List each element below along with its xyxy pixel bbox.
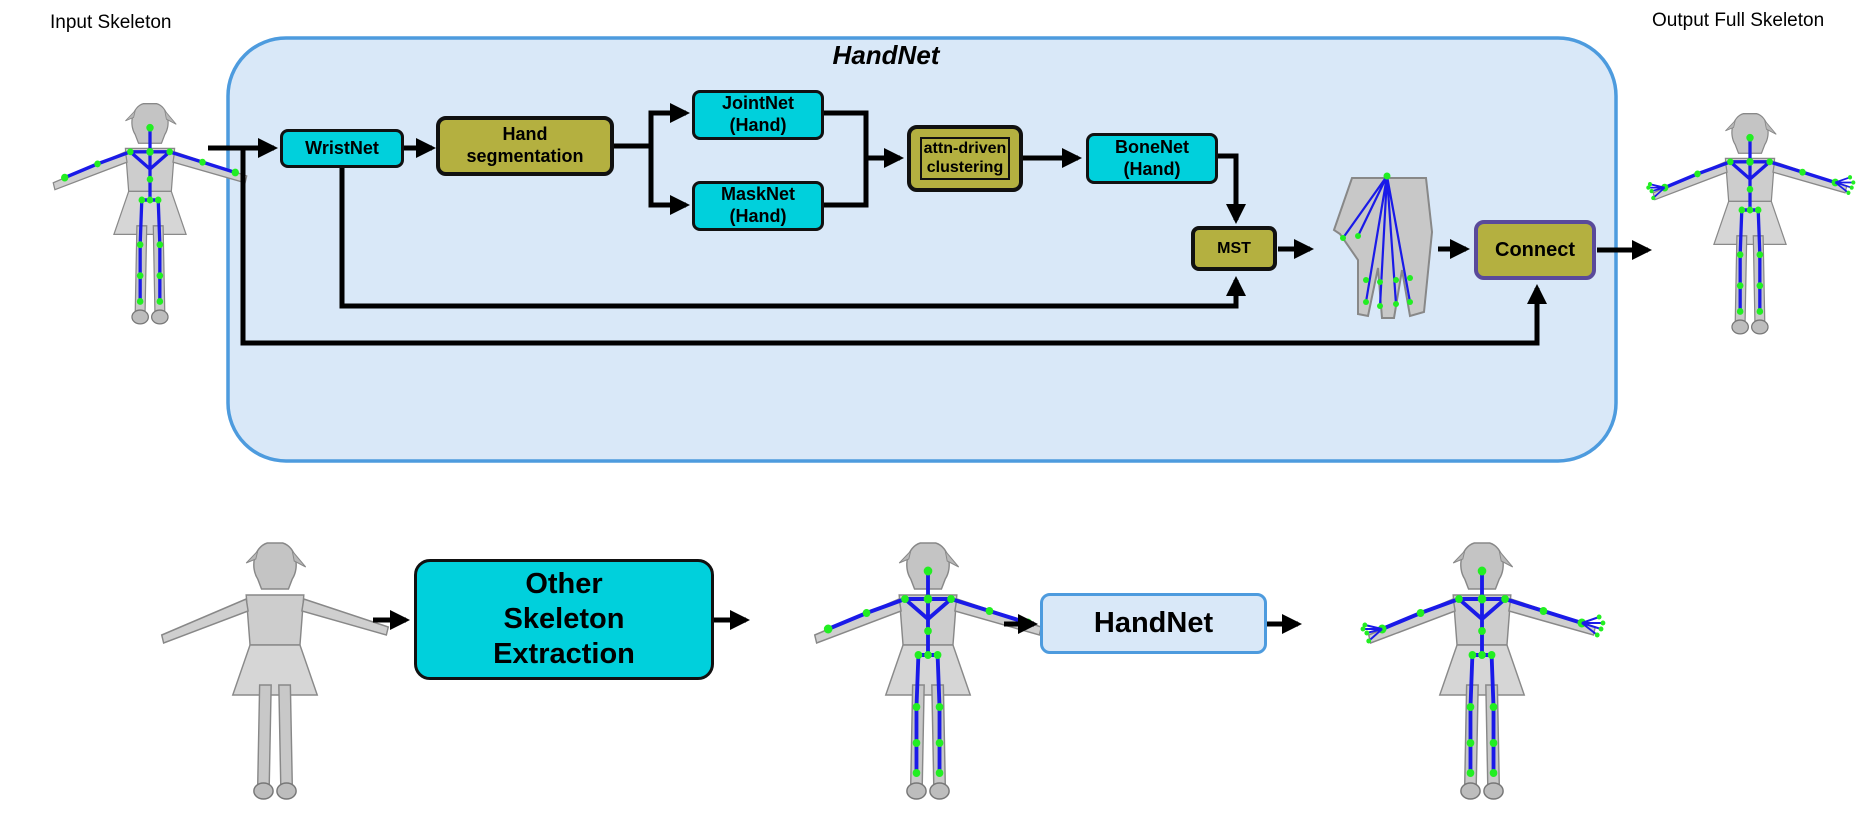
clustering-label: attn-driven clustering <box>919 137 1011 180</box>
plain-mesh-figure <box>160 542 390 800</box>
handnet-module-box: HandNet <box>1040 593 1267 654</box>
masknet-box: MaskNet (Hand) <box>692 181 824 231</box>
input-skeleton-label: Input Skeleton <box>50 12 172 33</box>
arrow-wristnet-to-mst <box>339 168 1246 309</box>
bonenet-box: BoneNet (Hand) <box>1086 133 1218 184</box>
output-skeleton-label: Output Full Skeleton <box>1652 10 1825 31</box>
jointnet-box: JointNet (Hand) <box>692 90 824 140</box>
full-skeleton-figure <box>1359 542 1607 800</box>
handnet-title: HandNet <box>832 40 940 70</box>
mst-box: MST <box>1191 226 1277 271</box>
output-skeleton-figure <box>1645 113 1857 335</box>
hand-mesh-icon <box>1332 172 1434 319</box>
body-skeleton-figure <box>813 542 1043 800</box>
arrow-input-to-connect <box>240 148 1547 346</box>
wristnet-box: WristNet <box>280 129 404 168</box>
connect-box: Connect <box>1474 220 1596 280</box>
merge-jointnet <box>824 110 869 158</box>
hand-segmentation-box: Hand segmentation <box>436 116 614 176</box>
arrow-bonenet-to-mst <box>1218 153 1246 224</box>
merge-masknet <box>824 158 869 208</box>
other-skeleton-extraction-box: Other Skeleton Extraction <box>414 559 714 680</box>
clustering-box: attn-driven clustering <box>907 125 1023 192</box>
fork-to-masknet <box>648 146 690 215</box>
fork-to-jointnet <box>614 103 690 149</box>
input-skeleton-figure <box>52 103 248 325</box>
